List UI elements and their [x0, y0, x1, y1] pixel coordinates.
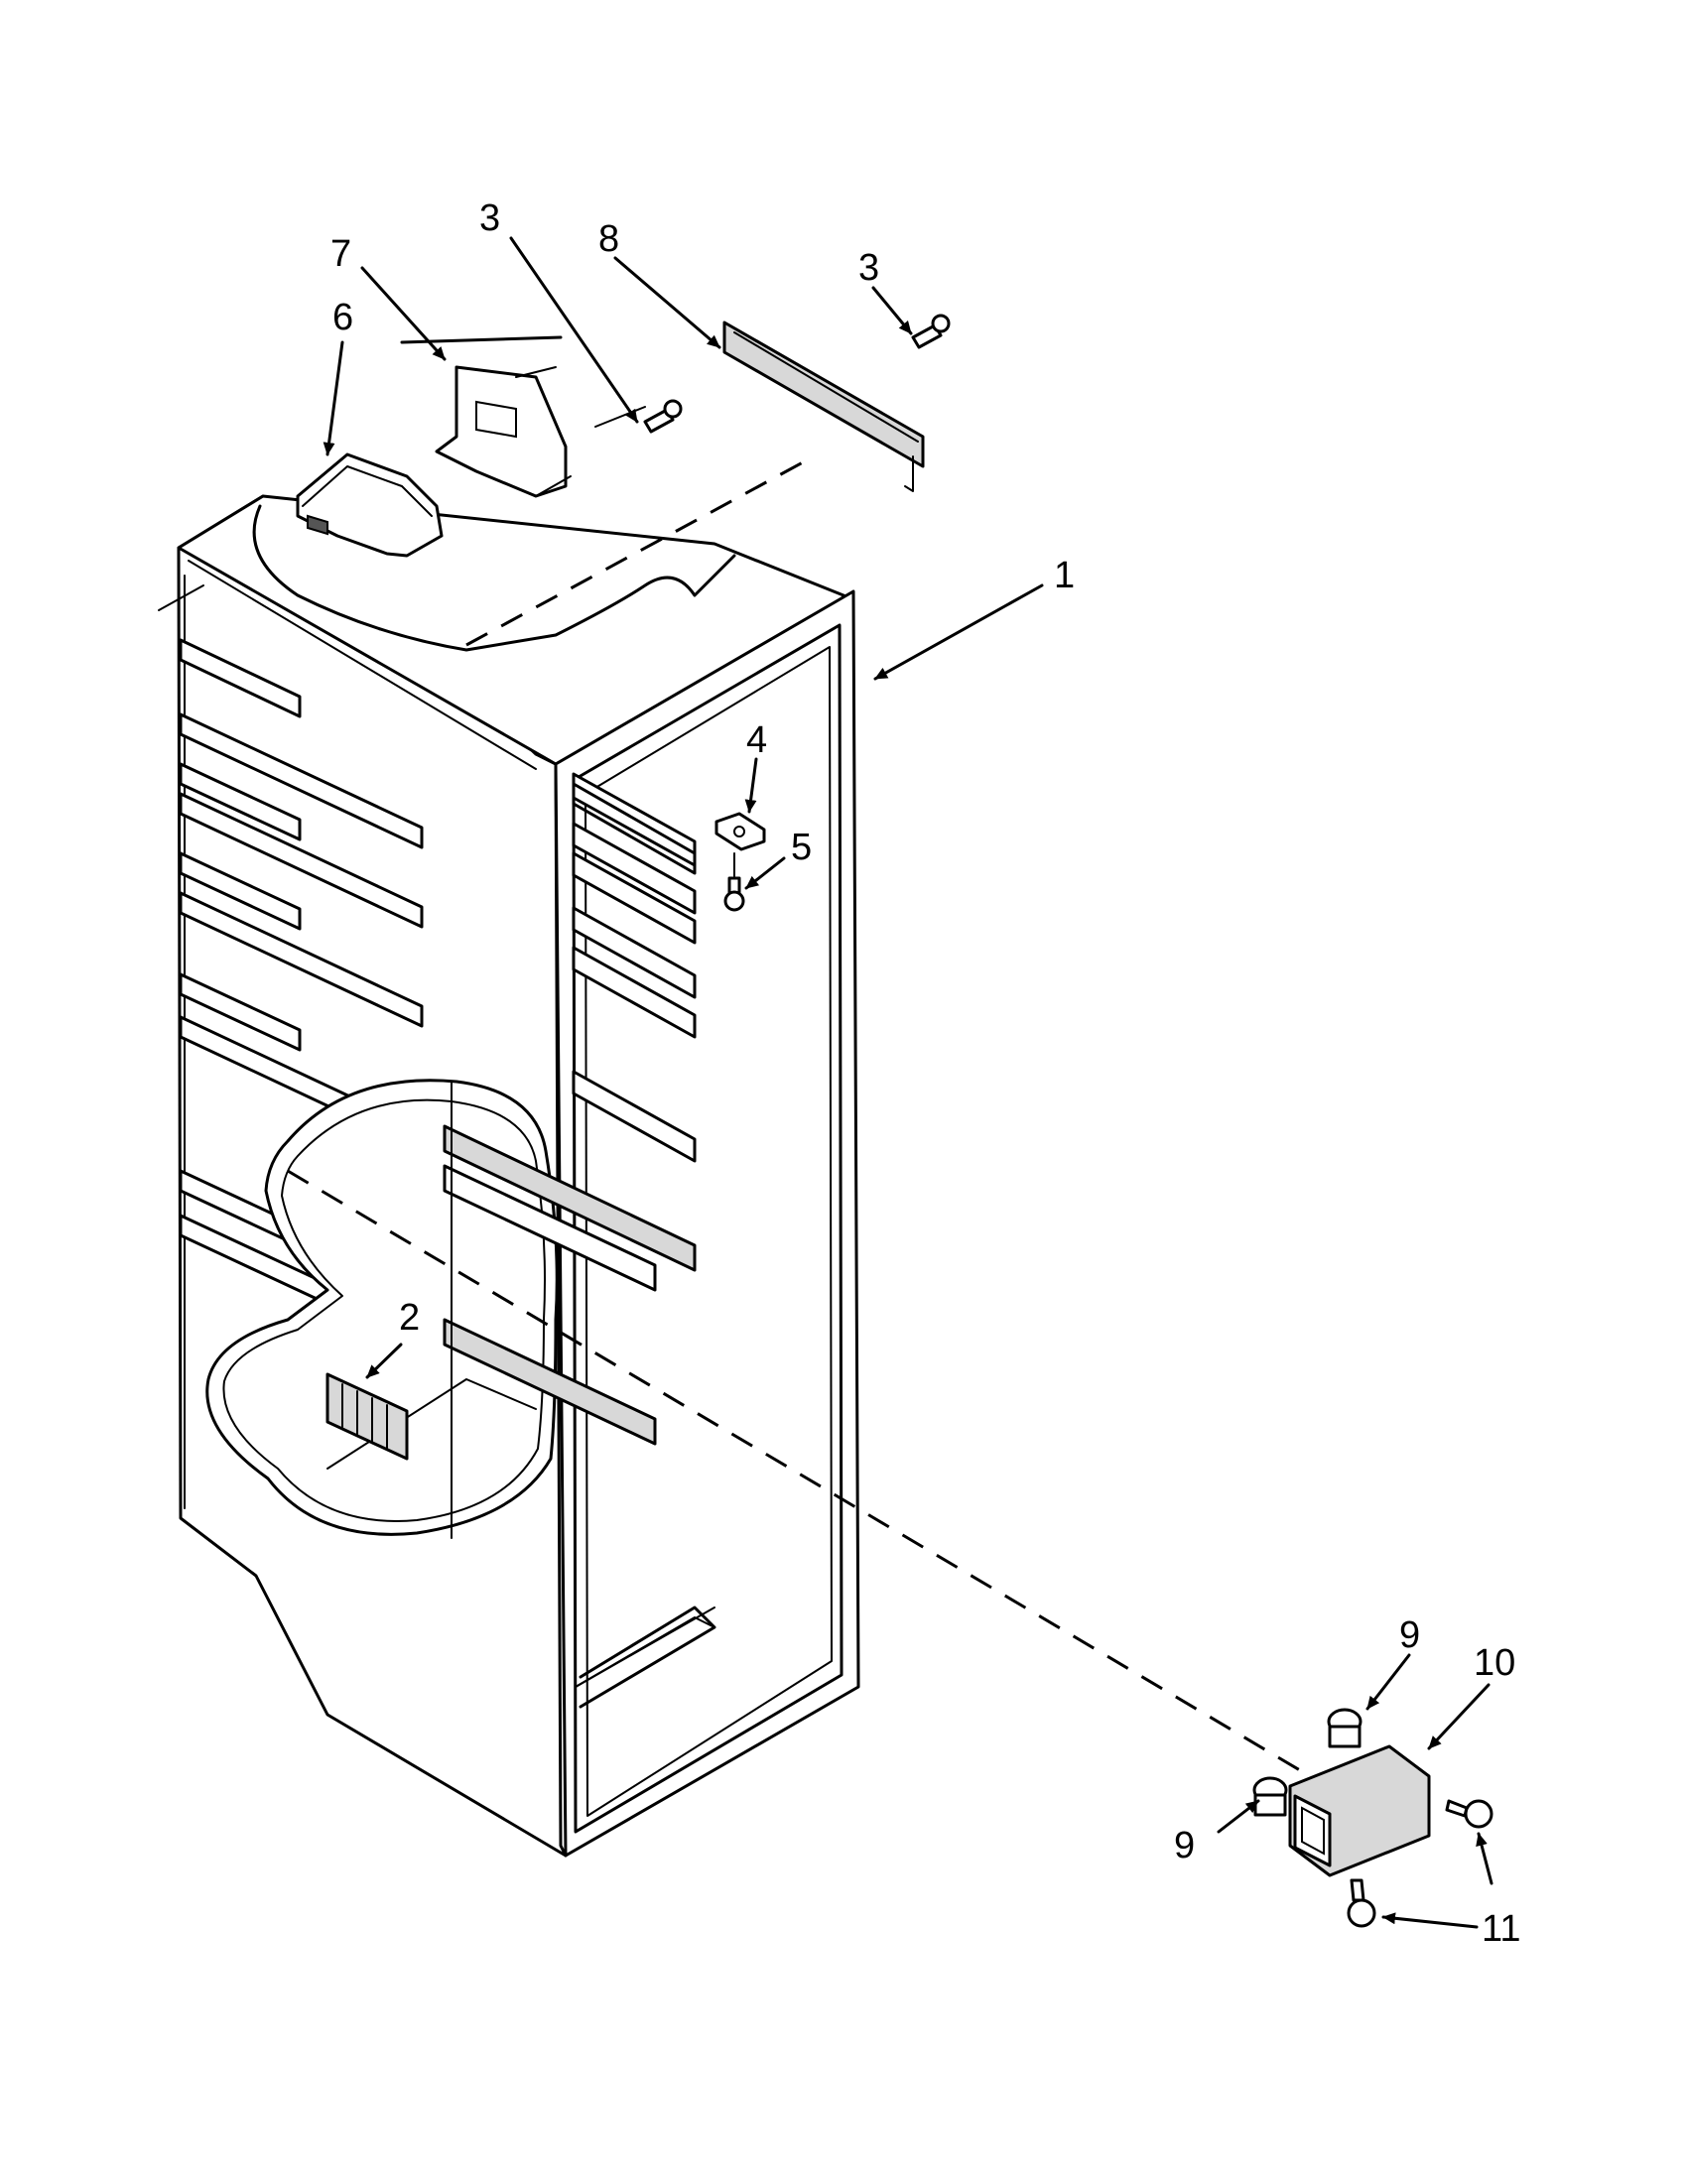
clip [714, 812, 766, 851]
control-housing [296, 452, 444, 558]
vent-grille [325, 1372, 409, 1461]
callout-9: 9 [1174, 1825, 1195, 1866]
callout-11: 11 [1482, 1908, 1520, 1950]
callout-10: 10 [1474, 1642, 1515, 1684]
callout-3: 3 [479, 197, 500, 239]
light-cover-channel [722, 321, 925, 492]
screw-3a [643, 399, 683, 434]
callout-8: 8 [598, 218, 619, 260]
callout-2: 2 [399, 1297, 420, 1339]
screw-5 [723, 876, 745, 912]
callout-3: 3 [858, 247, 879, 289]
screw-3b [911, 314, 951, 349]
bulb-socket-9a [1327, 1708, 1363, 1748]
callout-1: 1 [1054, 555, 1075, 596]
light-housing [1288, 1744, 1431, 1877]
callout-6: 6 [332, 297, 353, 338]
bulb-socket-9b [1252, 1776, 1288, 1817]
leader-arrows [323, 236, 1493, 1929]
callout-9: 9 [1399, 1614, 1420, 1656]
callout-4: 4 [746, 719, 767, 761]
right-wall-shelf-rails [572, 772, 697, 1163]
bulb-11a [1445, 1799, 1493, 1829]
callout-5: 5 [791, 827, 812, 868]
mounting-bracket [435, 365, 568, 498]
callout-labels: 1 2 3 3 4 5 6 7 8 9 9 10 11 [330, 197, 1520, 1950]
callout-7: 7 [330, 233, 351, 275]
cutaway-interior [205, 1079, 697, 1539]
bulb-11b [1347, 1878, 1376, 1928]
